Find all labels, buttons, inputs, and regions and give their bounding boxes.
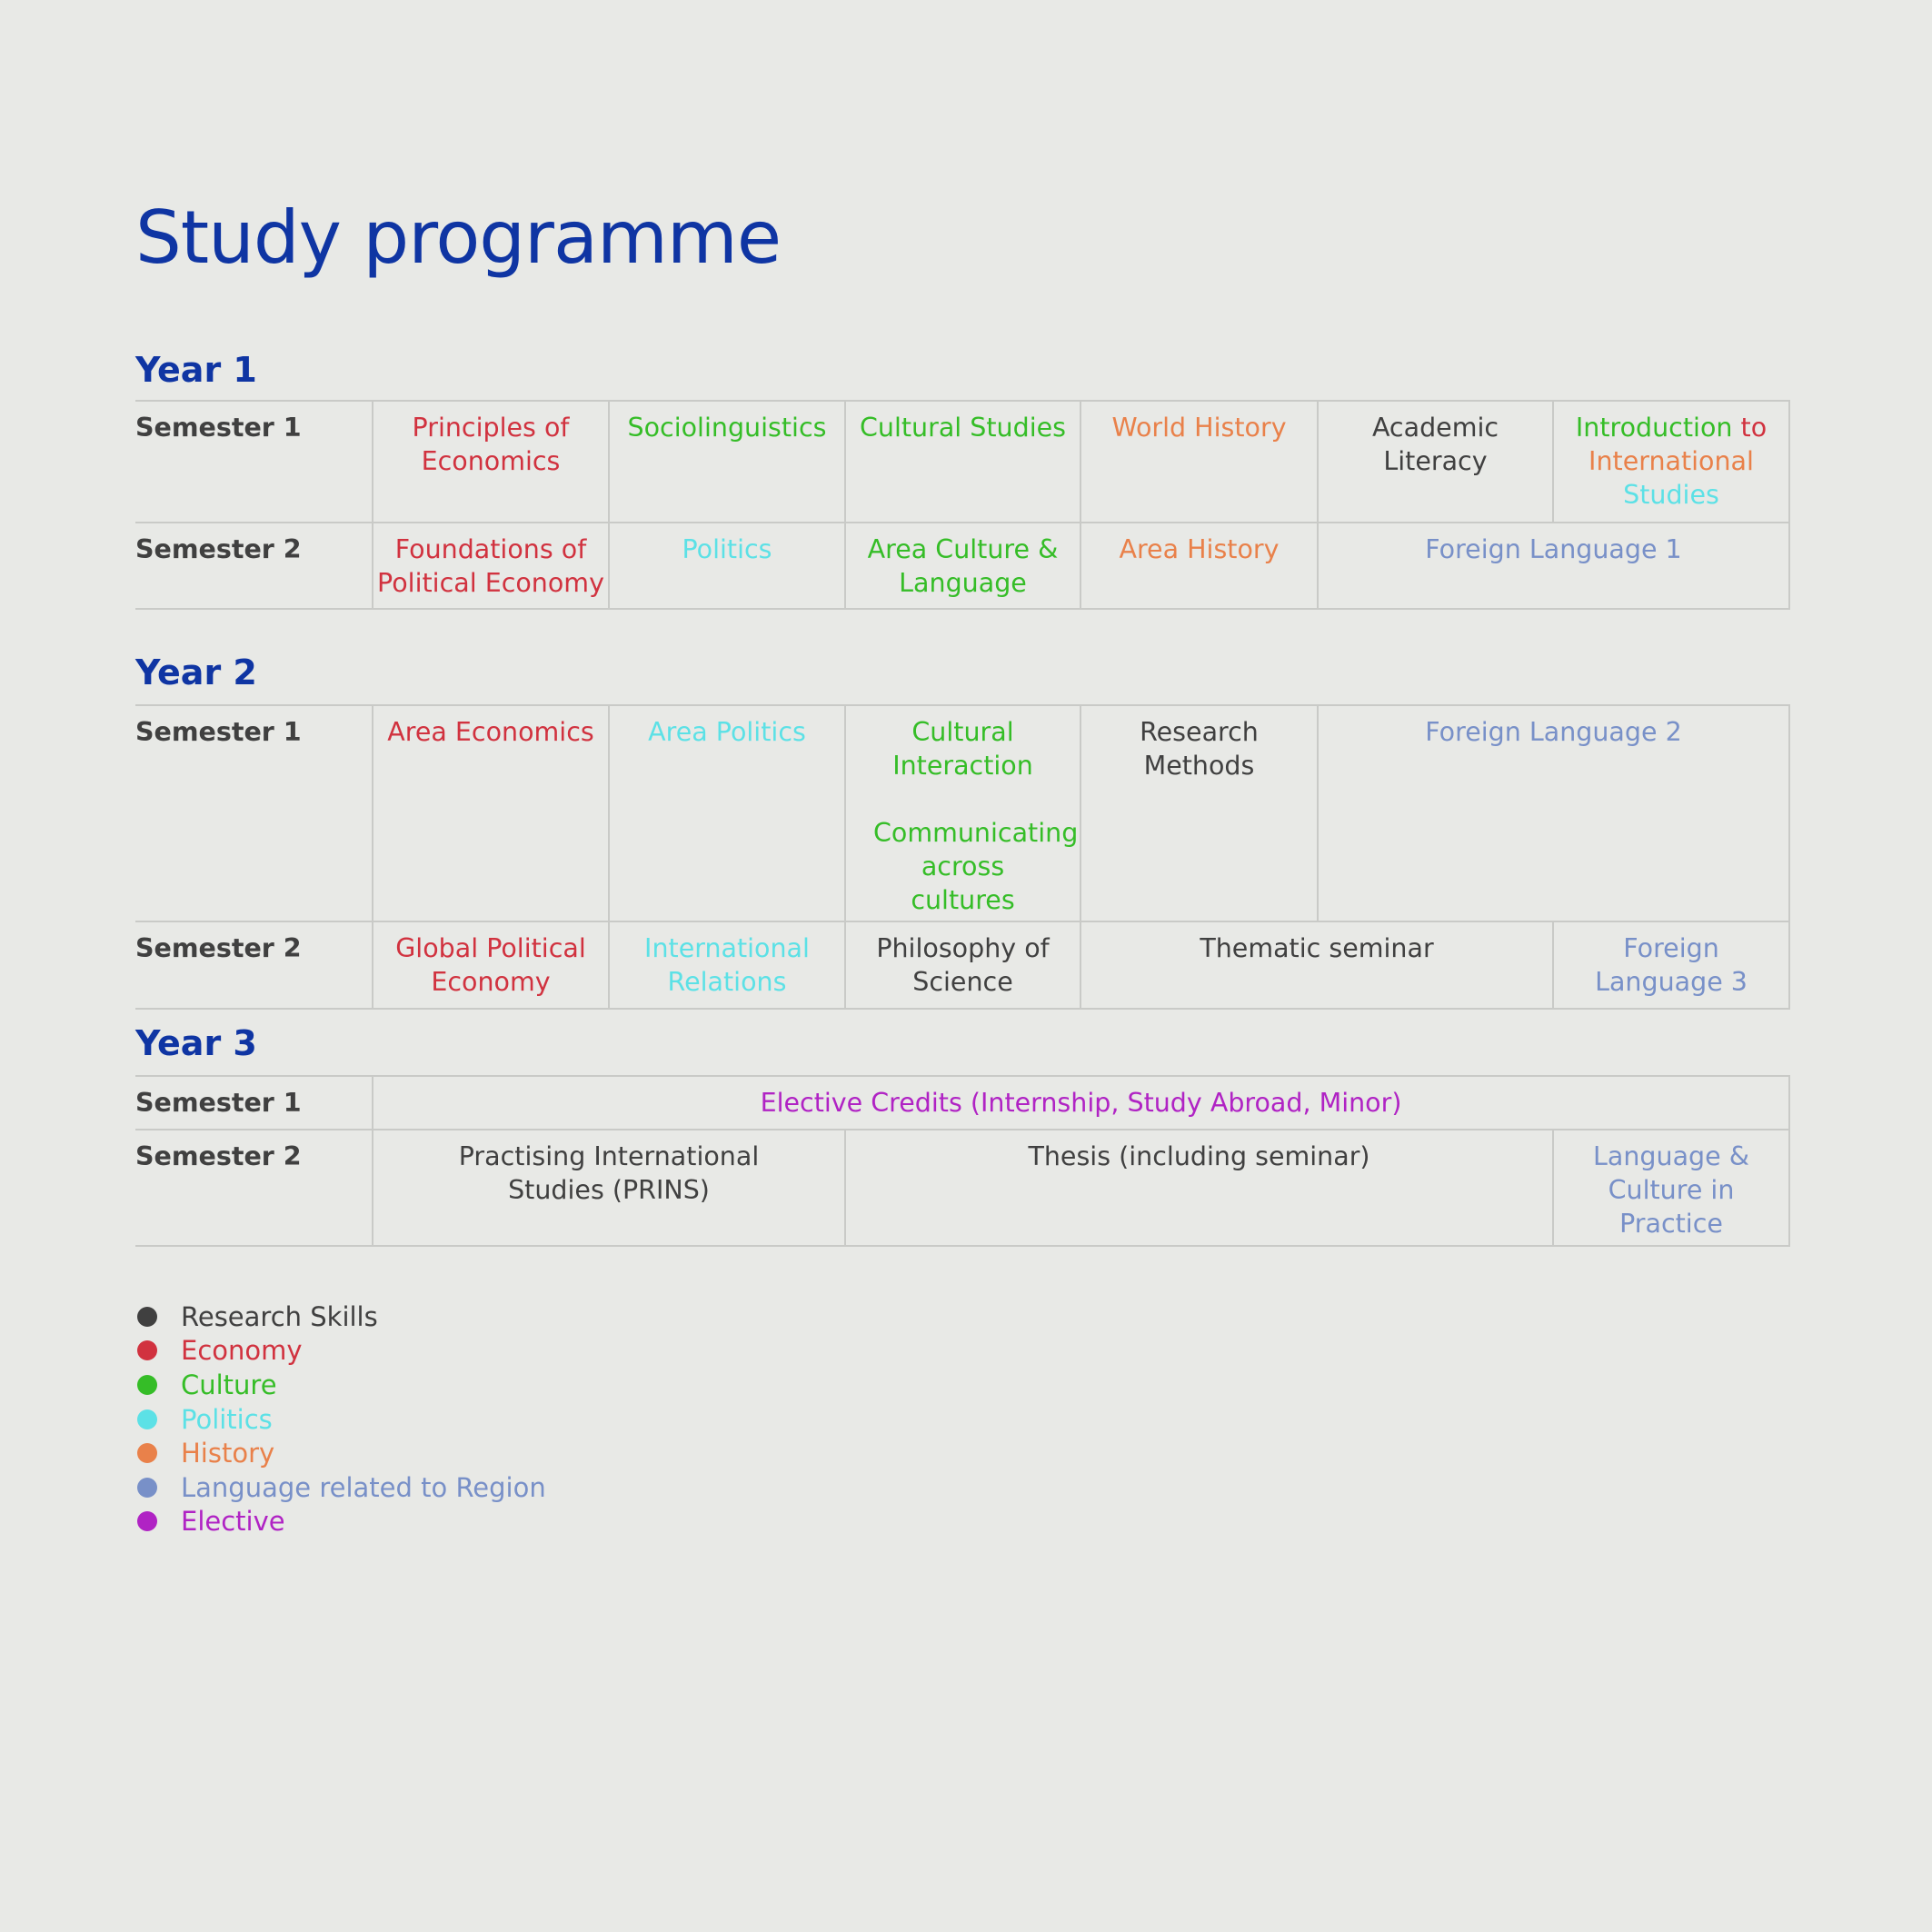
year-2-semester-1-row: Semester 1 Area Economics Area Politics …: [135, 704, 1791, 922]
course-cell: Area Politics: [608, 704, 846, 922]
course-cell: Foreign Language 1: [1317, 522, 1790, 610]
legend: Research Skills Economy Culture Politics…: [135, 1300, 546, 1539]
semester-label: Semester 2: [135, 921, 373, 1010]
politics-dot-icon: [137, 1409, 157, 1429]
year-2-semester-2-row: Semester 2 Global Political Economy Inte…: [135, 921, 1791, 1010]
course-cell: Foreign Language 3: [1551, 921, 1791, 1010]
history-dot-icon: [137, 1443, 157, 1464]
course-part: Introduction: [1575, 413, 1733, 443]
culture-dot-icon: [137, 1374, 157, 1395]
year-3-semester-2-row: Semester 2 Practising International Stud…: [135, 1129, 1791, 1247]
course-cell-culture-pair: Cultural Interaction Communicating acros…: [844, 704, 1081, 922]
economy-dot-icon: [137, 1340, 157, 1361]
course-cell: Principles of Economics: [372, 400, 610, 523]
page-title: Study programme: [135, 195, 782, 280]
year-1-semester-2-row: Semester 2 Foundations of Political Econ…: [135, 522, 1790, 610]
legend-item-language: Language related to Region: [135, 1470, 546, 1505]
legend-item-history: History: [135, 1436, 546, 1470]
year-3-heading: Year 3: [135, 1023, 257, 1063]
course-cell: Elective Credits (Internship, Study Abro…: [371, 1075, 1791, 1130]
course-cell: Foundations of Political Economy: [372, 522, 610, 610]
course-cell: Cultural Studies: [844, 400, 1081, 523]
legend-item-elective: Elective: [135, 1505, 546, 1539]
course-cell: Practising International Studies (PRINS): [372, 1129, 846, 1247]
year-2-heading: Year 2: [135, 652, 257, 692]
course-cell-intro-international-studies: Introduction to International Studies: [1552, 400, 1790, 523]
legend-item-politics: Politics: [135, 1402, 546, 1437]
course-name: Communicating across cultures: [873, 818, 1079, 915]
semester-label: Semester 2: [135, 522, 373, 610]
course-cell: International Relations: [608, 921, 846, 1010]
course-cell: Area Economics: [372, 704, 610, 922]
course-cell: Area Culture & Language: [844, 522, 1081, 610]
course-part: to: [1740, 413, 1768, 443]
language-dot-icon: [137, 1477, 157, 1498]
legend-item-culture: Culture: [135, 1368, 546, 1402]
semester-label: Semester 1: [135, 704, 373, 922]
course-cell: World History: [1080, 400, 1319, 523]
year-2-table: Semester 1 Area Economics Area Politics …: [135, 704, 1791, 1010]
legend-item-economy: Economy: [135, 1334, 546, 1369]
course-name: Cultural Interaction: [892, 717, 1033, 781]
course-cell: Global Political Economy: [372, 921, 610, 1010]
semester-label: Semester 1: [135, 1075, 373, 1130]
elective-dot-icon: [137, 1511, 157, 1532]
course-cell: Research Methods: [1080, 704, 1319, 922]
year-3-semester-1-row: Semester 1 Elective Credits (Internship,…: [135, 1075, 1791, 1130]
course-part: Studies: [1623, 480, 1719, 510]
course-cell: Philosophy of Science: [844, 921, 1081, 1010]
research-skills-dot-icon: [137, 1306, 157, 1327]
semester-label: Semester 1: [135, 400, 373, 523]
course-cell: Foreign Language 2: [1316, 704, 1791, 922]
course-cell: Language & Culture in Practice: [1551, 1129, 1791, 1247]
year-1-table: Semester 1 Principles of Economics Socio…: [135, 400, 1790, 610]
course-cell: Thematic seminar: [1080, 921, 1554, 1010]
course-cell: Sociolinguistics: [608, 400, 846, 523]
course-cell: Politics: [608, 522, 846, 610]
year-3-table: Semester 1 Elective Credits (Internship,…: [135, 1075, 1791, 1247]
course-cell: Thesis (including seminar): [844, 1129, 1554, 1247]
year-1-semester-1-row: Semester 1 Principles of Economics Socio…: [135, 400, 1790, 523]
course-part: International: [1588, 446, 1754, 476]
legend-item-research-skills: Research Skills: [135, 1300, 546, 1334]
year-1-heading: Year 1: [135, 350, 257, 390]
course-cell: Area History: [1080, 522, 1319, 610]
course-cell: Academic Literacy: [1317, 400, 1554, 523]
semester-label: Semester 2: [135, 1129, 373, 1247]
